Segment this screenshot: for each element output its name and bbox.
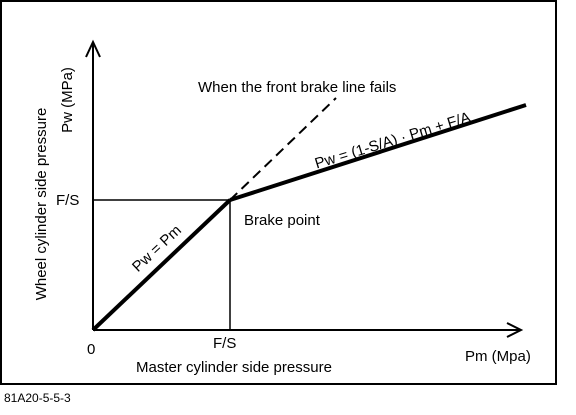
failure-line-label: When the front brake line fails xyxy=(198,79,396,96)
failure-dashed-line xyxy=(229,97,337,201)
y-axis-arrow xyxy=(85,39,101,58)
upper-pressure-line xyxy=(229,103,527,202)
lower-pressure-line xyxy=(91,198,232,332)
x-axis-arrow xyxy=(506,322,524,338)
y-axis-title: Wheel cylinder side pressure xyxy=(33,108,50,301)
figure-code: 81A20-5-5-3 xyxy=(4,391,71,405)
x-tick-label: F/S xyxy=(213,335,236,352)
brake-point-label: Brake point xyxy=(244,212,321,229)
figure-frame xyxy=(0,0,557,385)
y-tick-label: F/S xyxy=(56,192,79,209)
origin-label: 0 xyxy=(87,341,95,358)
upper-line-equation: Pw = (1-S/A) · Pm + F/A xyxy=(313,109,473,173)
x-axis-label: Pm (Mpa) xyxy=(465,348,531,365)
x-axis-title: Master cylinder side pressure xyxy=(136,359,332,376)
y-axis-label: Pw (MPa) xyxy=(59,67,76,133)
